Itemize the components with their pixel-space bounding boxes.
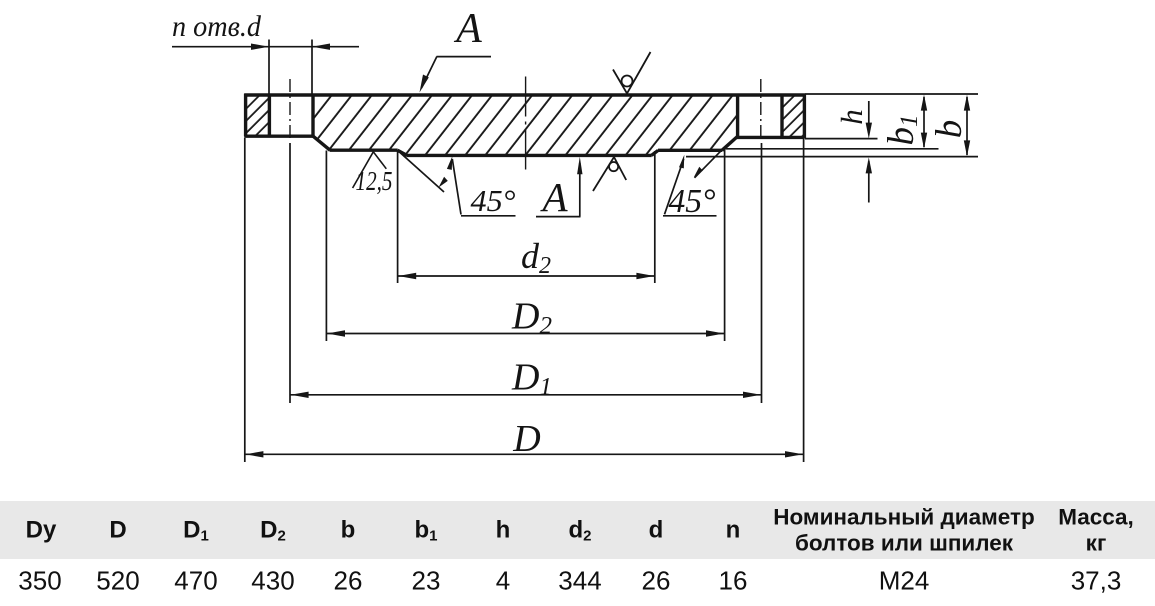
- svg-text:b: b: [929, 120, 970, 139]
- svg-text:d2: d2: [521, 236, 551, 279]
- svg-text:A: A: [539, 174, 568, 220]
- svg-text:A: A: [453, 6, 482, 52]
- svg-text:h: h: [834, 109, 869, 125]
- svg-text:12,5: 12,5: [356, 166, 393, 196]
- svg-text:45°: 45°: [669, 183, 716, 220]
- svg-text:n отв.d: n отв.d: [172, 10, 262, 43]
- svg-text:D2: D2: [511, 296, 552, 340]
- svg-text:45°: 45°: [471, 183, 516, 218]
- svg-text:b1: b1: [881, 115, 923, 146]
- svg-text:D: D: [512, 418, 540, 460]
- svg-text:D1: D1: [511, 357, 552, 401]
